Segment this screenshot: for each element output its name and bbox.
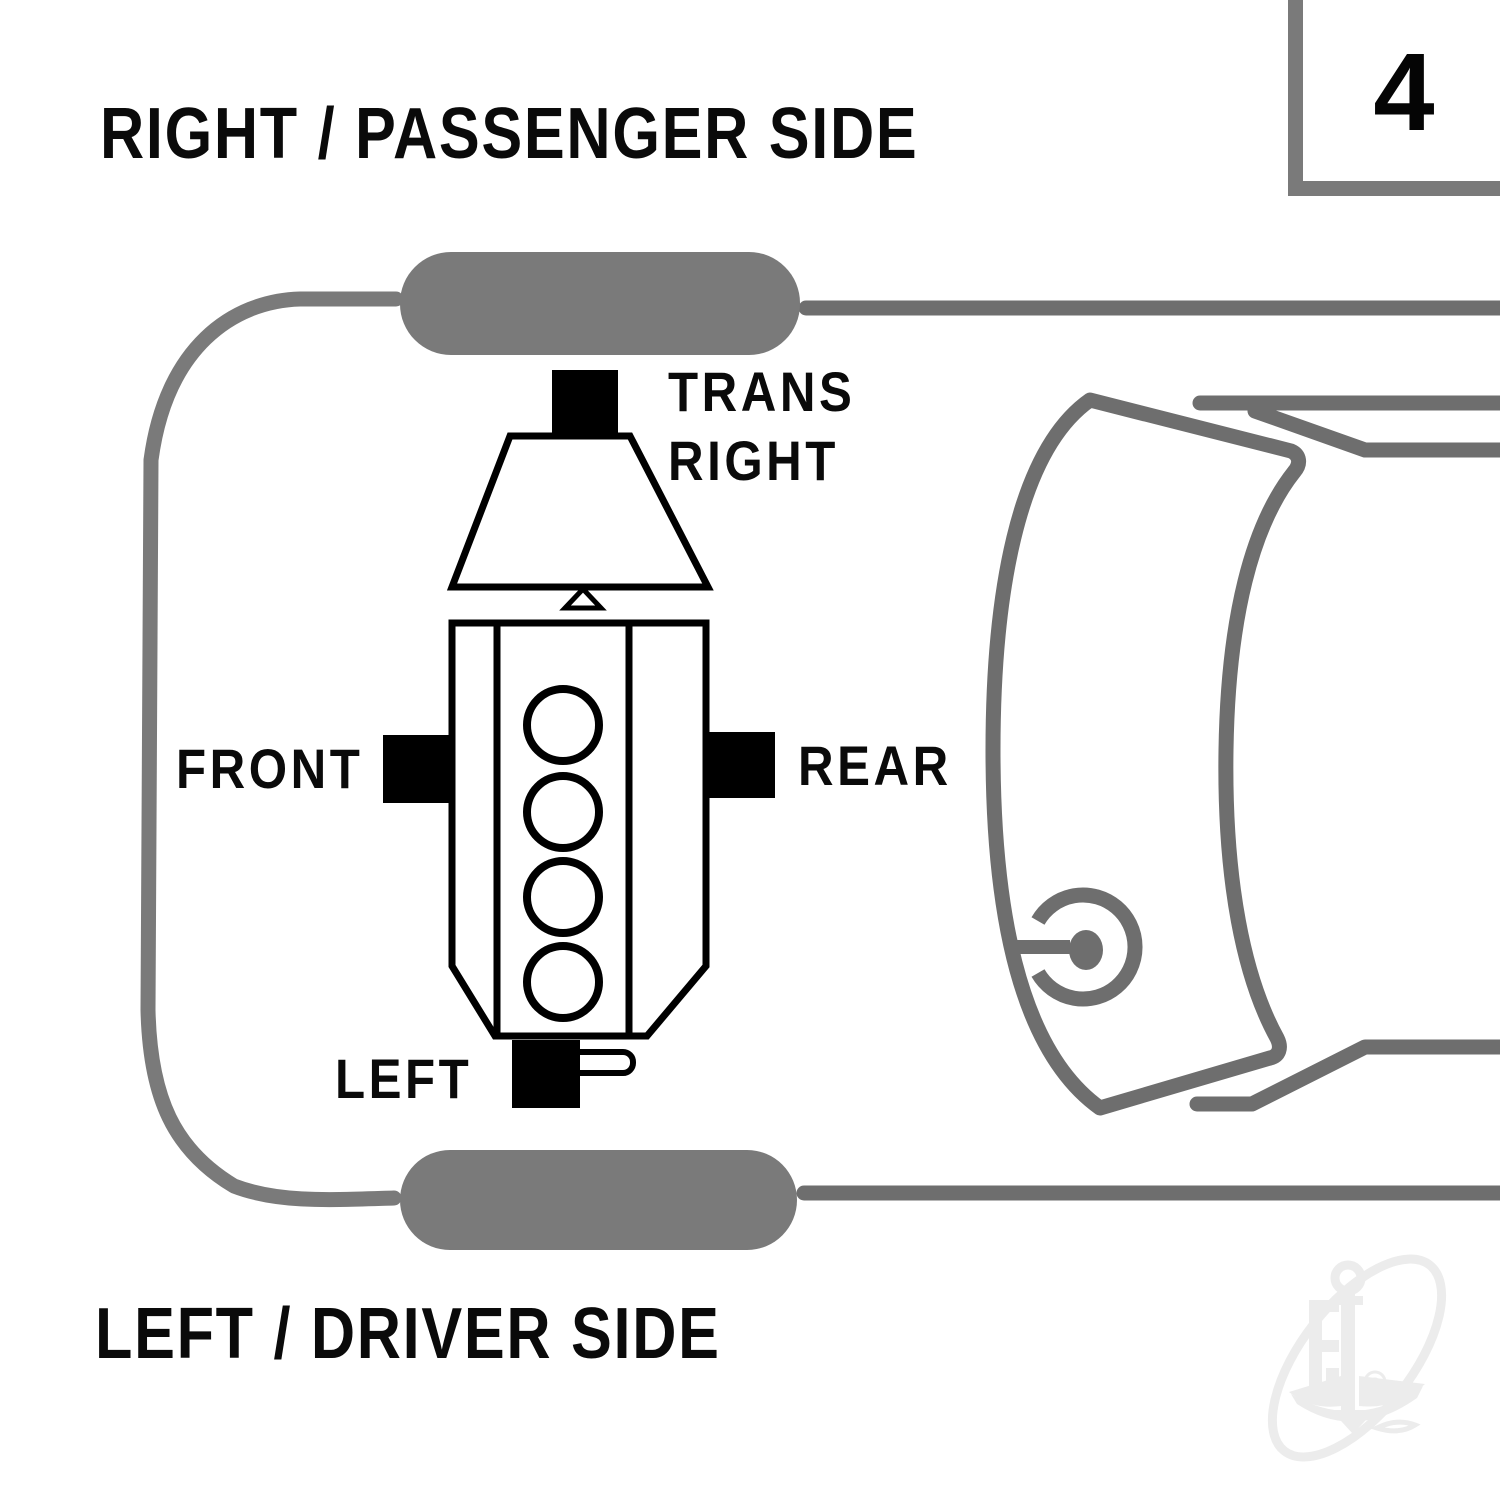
headlight-icon <box>1014 887 1143 1007</box>
trans-coupler <box>559 585 607 611</box>
anchor-arms <box>1289 1376 1425 1434</box>
cylinder-1 <box>523 685 603 765</box>
tire-bottom <box>400 1150 797 1250</box>
transmission-housing <box>446 432 714 591</box>
cylinders <box>523 685 603 1022</box>
mount-label-left: LEFT <box>335 1047 473 1110</box>
registered-symbol-text: ® <box>1370 1374 1381 1390</box>
mount-left-block <box>512 1040 580 1108</box>
anchor-registered-mark: ® <box>1363 1370 1387 1394</box>
car-front-clip <box>985 392 1306 1116</box>
anchor-ring <box>1330 1260 1366 1296</box>
cylinder-3 <box>523 857 603 937</box>
anchor-logo-watermark: ® <box>1267 1254 1447 1462</box>
cylinder-2 <box>523 772 603 852</box>
anchor-letter-a <box>1309 1300 1339 1395</box>
mount-label-trans-right: TRANS RIGHT <box>668 357 855 495</box>
page-title-bottom: LEFT / DRIVER SIDE <box>95 1294 721 1374</box>
fender-seam-bottom <box>1189 1039 1500 1112</box>
mount-front-block <box>383 735 450 803</box>
car-outline <box>140 291 1500 1208</box>
mount-label-trans-right-line1: TRANS <box>668 360 856 423</box>
headlight-bulb <box>1069 930 1103 970</box>
page-number: 4 <box>1373 31 1435 154</box>
mount-rear-block <box>705 732 775 798</box>
headlight-ring <box>1031 887 1143 1007</box>
page-title-top: RIGHT / PASSENGER SIDE <box>100 94 919 174</box>
mount-label-front: FRONT <box>176 737 364 800</box>
mount-label-rear: REAR <box>798 734 952 797</box>
cylinder-4 <box>523 942 603 1022</box>
tire-top <box>400 252 800 355</box>
car-rear-outline <box>140 291 404 1208</box>
fender-seam-top <box>1247 403 1500 458</box>
anchor-shaft <box>1341 1290 1355 1410</box>
anchor-collar <box>1333 1296 1363 1305</box>
anchor-rope-tail <box>1370 1419 1421 1434</box>
engine-assembly <box>383 370 775 1108</box>
mount-trans-right-block <box>552 370 618 436</box>
mount-label-trans-right-line2: RIGHT <box>668 429 839 492</box>
page-number-box: 4 <box>1288 0 1500 196</box>
